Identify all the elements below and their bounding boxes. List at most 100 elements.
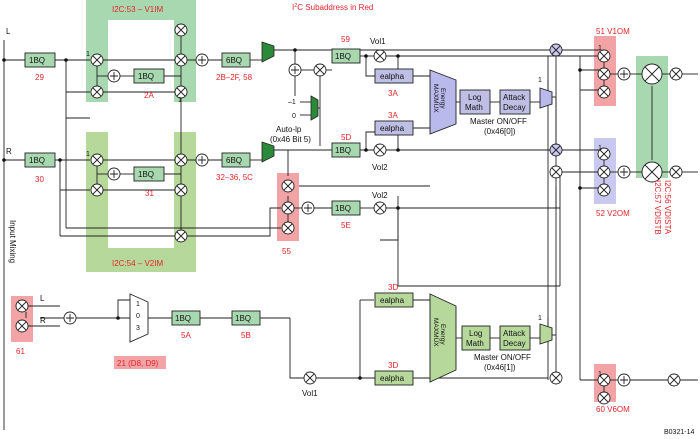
mult-cross-2 [549, 143, 563, 157]
sum-l1 [107, 69, 121, 83]
mult-55a [281, 179, 295, 193]
biquad-blocks: 1BQ 1BQ 6BQ 1BQ 1BQ 6BQ 1BQ 1BQ 1BQ 1BQ … [24, 48, 361, 326]
svg-text:Energy: Energy [439, 88, 446, 109]
v1im-band-right [174, 0, 196, 102]
svg-text:1BQ: 1BQ [335, 146, 351, 155]
mult-v1om-a [597, 49, 611, 63]
bq-5a [171, 310, 201, 326]
svg-text:ealpha: ealpha [380, 374, 405, 383]
mult-v6om-a [597, 373, 611, 387]
mult-55b [281, 201, 295, 215]
svg-text:1BQ: 1BQ [29, 156, 45, 165]
svg-text:1: 1 [136, 301, 140, 308]
svg-text:52 V2OM: 52 V2OM [596, 209, 630, 218]
v1im-band-label: I2C:53 – V1IM [112, 5, 163, 14]
log-math-bottom [461, 325, 491, 351]
svg-text:30: 30 [35, 175, 44, 184]
bottom-left-label: L [40, 294, 45, 303]
mult-61b [15, 319, 29, 333]
svg-text:3A: 3A [388, 111, 398, 120]
mult-cross-1 [549, 43, 563, 57]
attack-decay-top [499, 89, 531, 115]
input-mixing-label: Input Mixing [8, 220, 17, 263]
mult-v2om-b [597, 165, 611, 179]
svg-text:2B–2F, 58: 2B–2F, 58 [216, 73, 253, 82]
ealpha-top-1 [374, 68, 414, 84]
svg-text:1BQ: 1BQ [175, 314, 191, 323]
mult-cross-4 [549, 371, 563, 385]
sum-61 [63, 311, 77, 325]
multipliers [15, 23, 683, 405]
mult-vol2 [373, 201, 387, 215]
svg-text:6BQ: 6BQ [226, 156, 242, 165]
energy-maxmux-top [429, 69, 457, 135]
svg-text:Decay: Decay [503, 103, 526, 112]
v1im-band-top [86, 0, 196, 20]
bq-2a [133, 68, 165, 84]
autolp-label-2: (0x46 Bit 5) [270, 135, 311, 144]
mux21-label-bg [114, 356, 166, 369]
autolp-label-1: Auto-lp [276, 125, 302, 134]
subaddress-title: I2C Subaddress in Red [292, 3, 373, 12]
sum-v1om [617, 67, 631, 81]
svg-text:21 (D8, D9): 21 (D8, D9) [117, 359, 159, 368]
svg-text:0: 0 [292, 113, 296, 120]
svg-text:51 V1OM: 51 V1OM [596, 27, 630, 36]
vol1-bottom-label: Vol1 [302, 389, 318, 398]
log-math-top [459, 89, 491, 115]
vol1-label: Vol1 [370, 37, 386, 46]
bq-6a [221, 52, 251, 68]
svg-text:ealpha: ealpha [380, 124, 405, 133]
svg-text:1BQ: 1BQ [138, 72, 154, 81]
mult-v1om-c [597, 85, 611, 99]
v2im-band-left [86, 132, 108, 272]
bq-29 [24, 52, 56, 68]
mult-r5 [174, 229, 188, 243]
ealpha-top-2 [374, 120, 414, 136]
ealpha-blocks: ealpha ealpha ealpha ealpha [374, 68, 414, 386]
left-channel-label: L [6, 27, 11, 36]
vdista-band-label: I2C:56 VDISTA [663, 180, 672, 235]
svg-text:Log: Log [469, 329, 482, 338]
autolp-mux [310, 95, 319, 121]
master2-label-1: Master ON/OFF [474, 353, 531, 362]
v2im-band-label: I2C:54 – V2IM [112, 259, 163, 268]
mult-v6om-b [597, 391, 611, 405]
mult-r1 [90, 153, 104, 167]
mult-cross-3 [549, 165, 563, 179]
svg-text:ealpha: ealpha [380, 72, 405, 81]
figure-id: B0321-14 [664, 429, 694, 436]
mult-v2om-a [597, 147, 611, 161]
mult-out-2 [669, 165, 683, 179]
svg-text:1BQ: 1BQ [235, 314, 251, 323]
bottom-right-label: R [40, 316, 46, 325]
svg-text:5B: 5B [241, 331, 251, 340]
bq-6b [221, 152, 251, 168]
svg-text:60 V6OM: 60 V6OM [596, 405, 630, 414]
sum-r1 [107, 167, 121, 181]
mult-vdist-b [641, 161, 663, 183]
vdistb-band-label: I2C:57 VDISTB [653, 180, 662, 235]
mult-autolp [313, 63, 327, 77]
svg-text:MAXMUX: MAXMUX [432, 84, 439, 113]
svg-text:55: 55 [282, 247, 291, 256]
mult-l4 [174, 53, 188, 67]
v1im-band-left [86, 0, 108, 102]
svg-text:1BQ: 1BQ [335, 52, 351, 61]
attack-decay-bottom [499, 325, 531, 351]
mult-l2 [90, 85, 104, 99]
svg-text:1: 1 [86, 51, 90, 58]
svg-text:3D: 3D [388, 283, 398, 292]
mult-r4 [174, 183, 188, 197]
svg-text:61: 61 [16, 347, 25, 356]
master1-label-2: (0x46[0]) [484, 127, 516, 136]
sum-v2om [617, 165, 631, 179]
svg-text:3: 3 [136, 325, 140, 332]
svg-text:1: 1 [538, 315, 542, 322]
mult-l1 [90, 53, 104, 67]
svg-text:–1: –1 [288, 99, 296, 106]
mult-l5 [174, 85, 188, 99]
svg-text:Decay: Decay [503, 339, 526, 348]
svg-text:Attack: Attack [503, 93, 526, 102]
